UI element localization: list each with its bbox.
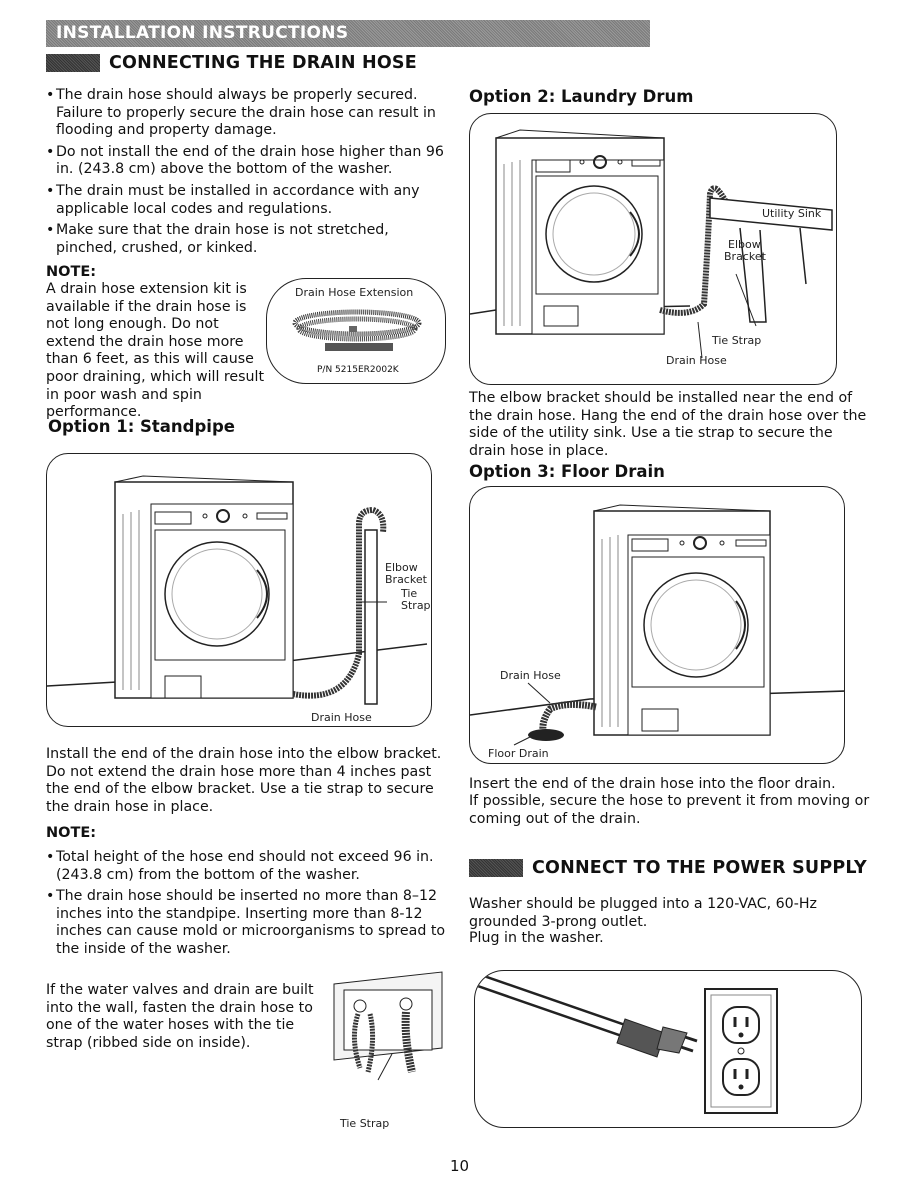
elbow-label: Elbow	[385, 561, 418, 574]
standpipe-figure: Elbow Bracket Tie Strap Drain Hose	[46, 453, 432, 727]
extension-kit-figure: Drain Hose Extension P/N 5215ER2002K	[266, 278, 446, 384]
floor-drain-figure: Drain Hose Floor Drain	[469, 486, 845, 764]
note-text: A drain hose extension kit is available …	[46, 281, 265, 421]
utility-sink-label: Utility Sink	[762, 207, 822, 220]
bullet-item: Make sure that the drain hose is not str…	[46, 222, 454, 257]
heading-marker	[469, 859, 523, 877]
extension-label: Drain Hose Extension	[295, 286, 414, 299]
option1-note-bullets: Total height of the hose end should not …	[46, 849, 450, 963]
wall-valve-illustration	[333, 971, 443, 1081]
wall-valves-text: If the water valves and drain are built …	[46, 982, 314, 1051]
tie-strap-label: Tie Strap	[712, 334, 762, 347]
power-text-1: Washer should be plugged into a 120-VAC,…	[469, 896, 817, 930]
note-heading: NOTE:	[46, 264, 97, 280]
page-number: 10	[450, 1157, 470, 1175]
bullet-item: Total height of the hose end should not …	[46, 849, 450, 884]
option3-text-2: If possible, secure the hose to prevent …	[469, 793, 870, 827]
option1-note-heading: NOTE:	[46, 825, 97, 841]
option2-title: Option 2: Laundry Drum	[469, 87, 694, 106]
bullet-item: The drain hose should be inserted no mor…	[46, 888, 450, 958]
coiled-hose-icon	[292, 309, 422, 351]
bullet-item: The drain hose should always be properly…	[46, 87, 454, 140]
drain-section-heading: CONNECTING THE DRAIN HOSE	[46, 53, 417, 73]
option2-text: The elbow bracket should be installed ne…	[469, 390, 867, 459]
option3-title: Option 3: Floor Drain	[469, 462, 665, 481]
option3-text-1: Insert the end of the drain hose into th…	[469, 776, 836, 792]
strap-label: Strap	[401, 599, 431, 612]
laundry-drum-figure: Utility Sink Elbow Bracket Tie Strap Dra…	[469, 113, 837, 385]
power-text-2: Plug in the washer.	[469, 930, 604, 946]
bullet-item: The drain must be installed in accordanc…	[46, 183, 454, 218]
tie-strap-label: Tie Strap	[340, 1117, 390, 1130]
option1-title: Option 1: Standpipe	[48, 417, 235, 436]
elbow-label: Elbow	[728, 238, 761, 251]
bullet-item: Do not install the end of the drain hose…	[46, 144, 454, 179]
bracket-label: Bracket	[724, 250, 766, 263]
section-banner: INSTALLATION INSTRUCTIONS	[46, 20, 650, 47]
power-section-title: CONNECT TO THE POWER SUPPLY	[532, 858, 867, 878]
plug-outlet-illustration	[475, 972, 778, 1114]
washer-standpipe-illustration	[47, 475, 428, 705]
tie-label: Tie	[401, 587, 418, 600]
heading-marker	[46, 54, 100, 72]
extension-part-number: P/N 5215ER2002K	[317, 365, 399, 375]
option1-text: Install the end of the drain hose into t…	[46, 746, 442, 815]
power-outlet-figure	[474, 970, 862, 1128]
drain-hose-label: Drain Hose	[666, 354, 727, 367]
drain-hose-label: Drain Hose	[311, 711, 372, 724]
washer-sink-illustration	[470, 129, 833, 359]
floor-drain-label: Floor Drain	[488, 747, 549, 760]
drain-section-title: CONNECTING THE DRAIN HOSE	[109, 53, 417, 73]
drain-bullets: The drain hose should always be properly…	[46, 87, 454, 261]
power-section-heading: CONNECT TO THE POWER SUPPLY	[469, 858, 867, 878]
drain-hose-label: Drain Hose	[500, 669, 561, 682]
washer-floor-drain-illustration	[470, 504, 844, 746]
bracket-label: Bracket	[385, 573, 427, 586]
